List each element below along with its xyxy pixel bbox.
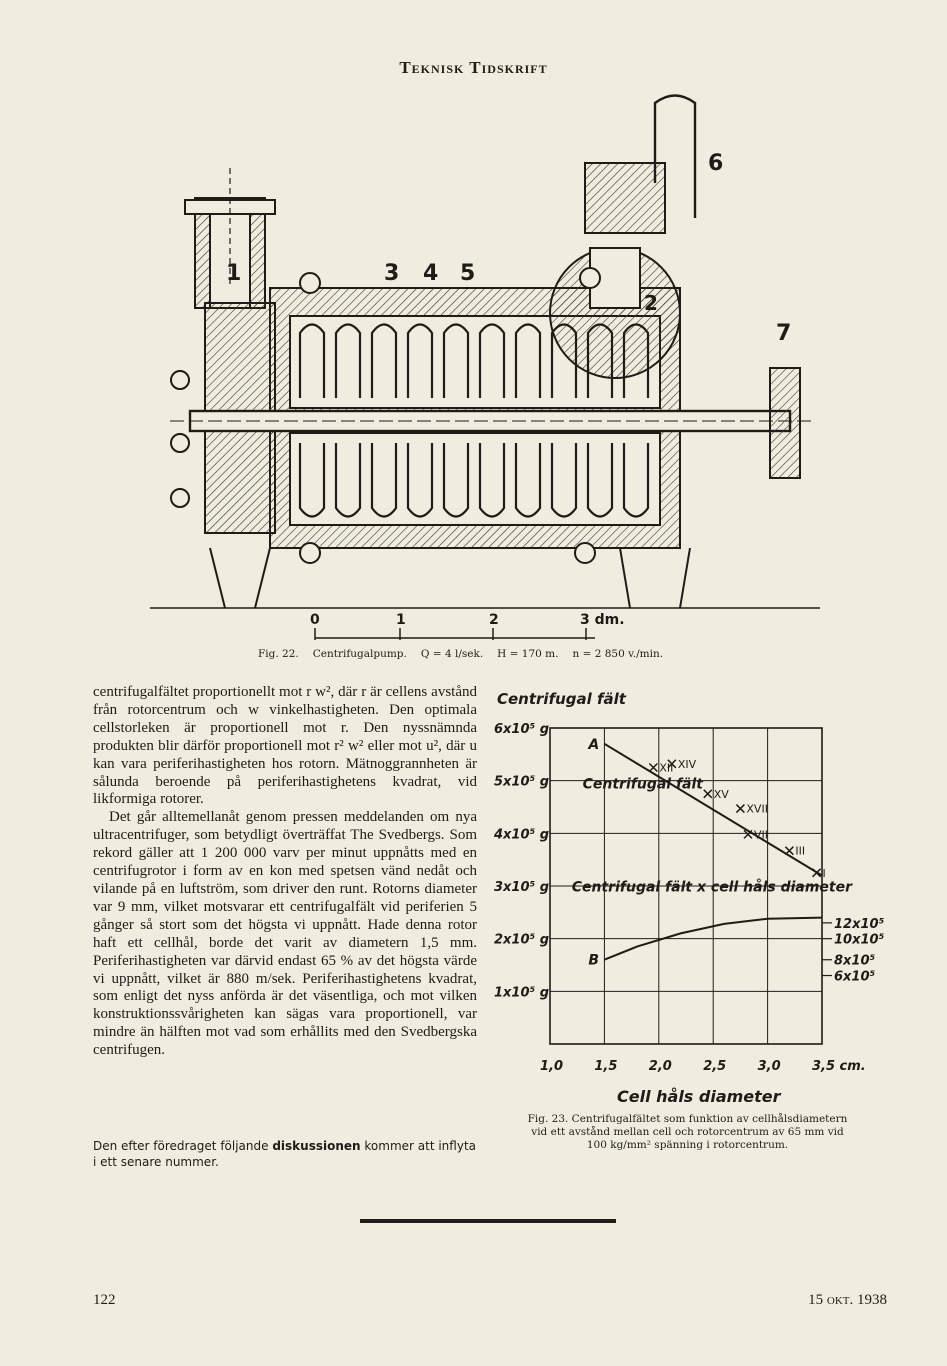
y-tick-label-left: 5x10⁵ g	[494, 775, 549, 790]
series-name-label: Centrifugal fält	[583, 777, 705, 793]
fig22-caption-head: H = 170 m.	[497, 648, 559, 660]
x-tick-label: 3,5 cm.	[812, 1059, 866, 1074]
series-name-label: Centrifugal fält x cell håls diameter	[572, 878, 853, 895]
y-tick-label-left: 3x10⁵ g	[494, 880, 549, 895]
data-point	[667, 759, 677, 769]
fig23-caption: Fig. 23. Centrifugalfältet som funktion …	[527, 1113, 848, 1151]
part-label-3: 3	[384, 261, 399, 286]
y-tick-label-left: 4x10⁵ g	[493, 827, 549, 842]
journal-title: Teknisk Tidskrift	[399, 58, 548, 77]
section-divider	[360, 1219, 616, 1223]
fig22-caption-speed: n = 2 850 v./min.	[572, 648, 664, 660]
chart-xlabel: Cell håls diameter	[617, 1087, 782, 1106]
data-point	[735, 804, 745, 814]
x-tick-label: 1,0	[540, 1059, 563, 1074]
y-tick-label-left: 6x10⁵ g	[494, 722, 549, 737]
scale-label-1: 1	[396, 612, 406, 628]
data-point-label: VII	[754, 828, 768, 841]
data-point	[648, 762, 658, 773]
data-point-label: XVII	[746, 803, 768, 816]
part-label-2: 2	[644, 291, 658, 315]
part-label-4: 4	[423, 261, 438, 286]
fig22-caption: Fig. 22. Centrifugalpump. Q = 4 l/sek. H = …	[258, 648, 677, 660]
pump-drawing: 1 2 3 4 5 6 7 0 1 2 3 dm.	[150, 94, 820, 640]
part-label-5: 5	[460, 261, 475, 286]
paragraph-2: Det går alltemellanåt genom pressen medd…	[93, 809, 477, 1059]
fig22-caption-title: Centrifugalpump.	[312, 648, 407, 660]
discussion-keyword: diskussionen	[272, 1139, 361, 1153]
y-tick-label-right: 12x10⁵	[834, 917, 885, 932]
part-label-1: 1	[226, 261, 241, 286]
data-point	[784, 846, 794, 856]
y-tick-label-left: 2x10⁵ g	[494, 933, 549, 948]
y-tick-label-right: 10x10⁵	[834, 933, 885, 948]
page-number: 122	[93, 1292, 116, 1308]
series-line	[604, 916, 823, 961]
data-point	[743, 829, 753, 839]
article-body: centrifugalfältet proportionellt mot r w…	[93, 684, 477, 1060]
scale-label-3: 3 dm.	[580, 612, 625, 628]
series-endpoint-label: B	[588, 953, 599, 969]
part-label-7: 7	[776, 321, 791, 346]
x-tick-label: 1,5	[594, 1059, 617, 1074]
data-point	[812, 868, 822, 878]
y-tick-label-right: 8x10⁵	[834, 954, 876, 969]
data-point-label: III	[795, 845, 805, 858]
data-point-label: XIV	[678, 758, 697, 771]
chart-title: Centrifugal fält	[497, 690, 627, 708]
chart-ticks: 1,0 1,5 2,0 2,5 3,0 3,5 cm. 1x10⁵ g 2x10⁵ g 3x10…	[493, 722, 885, 1074]
data-point	[703, 789, 713, 799]
chart-grid	[549, 727, 823, 1045]
data-point-label: XV	[714, 788, 730, 801]
data-point-label: I	[823, 867, 826, 880]
discussion-note: Den efter föredraget följande diskussion…	[93, 1139, 477, 1169]
scale-label-2: 2	[489, 612, 499, 628]
series-endpoint-label: A	[587, 737, 599, 753]
part-label-6: 6	[708, 151, 723, 176]
issue-date: 15 okt. 1938	[808, 1292, 887, 1308]
x-tick-label: 2,0	[649, 1059, 672, 1074]
y-tick-label-right: 6x10⁵	[834, 970, 876, 985]
x-tick-label: 2,5	[703, 1059, 726, 1074]
paragraph-1: centrifugalfältet proportionellt mot r w…	[93, 684, 477, 808]
x-tick-label: 3,0	[758, 1059, 781, 1074]
fig22-caption-number: Fig. 22.	[258, 648, 299, 660]
y-tick-label-left: 1x10⁵ g	[494, 985, 549, 1000]
scale-label-0: 0	[310, 612, 320, 628]
fig22-caption-flow: Q = 4 l/sek.	[420, 648, 484, 660]
